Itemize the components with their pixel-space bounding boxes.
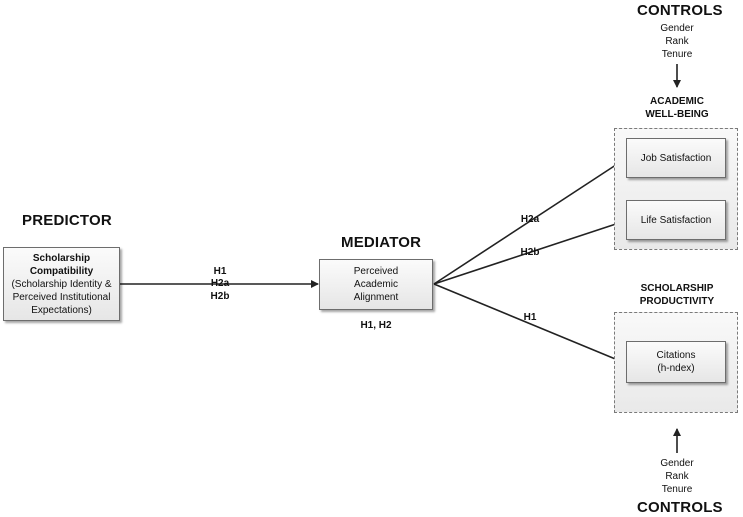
control-tenure: Tenure <box>661 49 693 60</box>
control-tenure-bottom: Tenure <box>661 484 693 495</box>
citations-line2: (h-ndex) <box>657 363 695 374</box>
control-gender-bottom: Gender <box>660 458 694 469</box>
path-label-citations-h1: H1 <box>523 312 537 323</box>
productivity-heading-line1: SCHOLARSHIP <box>640 283 714 294</box>
predictor-detail: (Scholarship Identity & Perceived Instit… <box>11 278 112 316</box>
path-label-job-h2a: H2a <box>520 214 540 225</box>
arrow-mediator-to-job <box>433 158 626 285</box>
control-gender: Gender <box>660 23 694 34</box>
predictor-heading: PREDICTOR <box>22 212 112 229</box>
job-satisfaction-box: Job Satisfaction <box>626 138 726 178</box>
mediator-hypotheses: H1, H2 <box>360 320 392 331</box>
productivity-heading-line2: PRODUCTIVITY <box>639 296 715 307</box>
life-satisfaction-box: Life Satisfaction <box>626 200 726 240</box>
path-label-h2b: H2b <box>210 291 230 302</box>
arrow-mediator-to-life <box>433 219 626 285</box>
wellbeing-heading: ACADEMIC WELL-BEING <box>627 95 727 121</box>
wellbeing-heading-line1: ACADEMIC <box>650 96 704 107</box>
control-rank: Rank <box>665 36 689 47</box>
arrow-mediator-to-citations <box>433 283 626 365</box>
controls-bottom-list: Gender Rank Tenure <box>637 457 717 496</box>
path-label-life-h2b: H2b <box>520 247 540 258</box>
citations-line1: Citations <box>656 350 696 361</box>
controls-top-list: Gender Rank Tenure <box>637 22 717 61</box>
predictor-box: Scholarship Compatibility (Scholarship I… <box>3 247 120 321</box>
predictor-title: Scholarship Compatibility <box>29 252 94 277</box>
controls-bottom-heading: CONTROLS <box>637 499 723 516</box>
citations-box: Citations (h-ndex) <box>626 341 726 383</box>
mediator-heading: MEDIATOR <box>341 234 422 251</box>
path-label-h1: H1 <box>213 266 227 277</box>
controls-top-heading: CONTROLS <box>637 2 723 19</box>
productivity-heading: SCHOLARSHIP PRODUCTIVITY <box>622 282 732 308</box>
wellbeing-heading-line2: WELL-BEING <box>645 109 709 120</box>
mediator-box: Perceived Academic Alignment <box>319 259 433 310</box>
path-label-h2a: H2a <box>210 278 230 289</box>
control-rank-bottom: Rank <box>665 471 689 482</box>
